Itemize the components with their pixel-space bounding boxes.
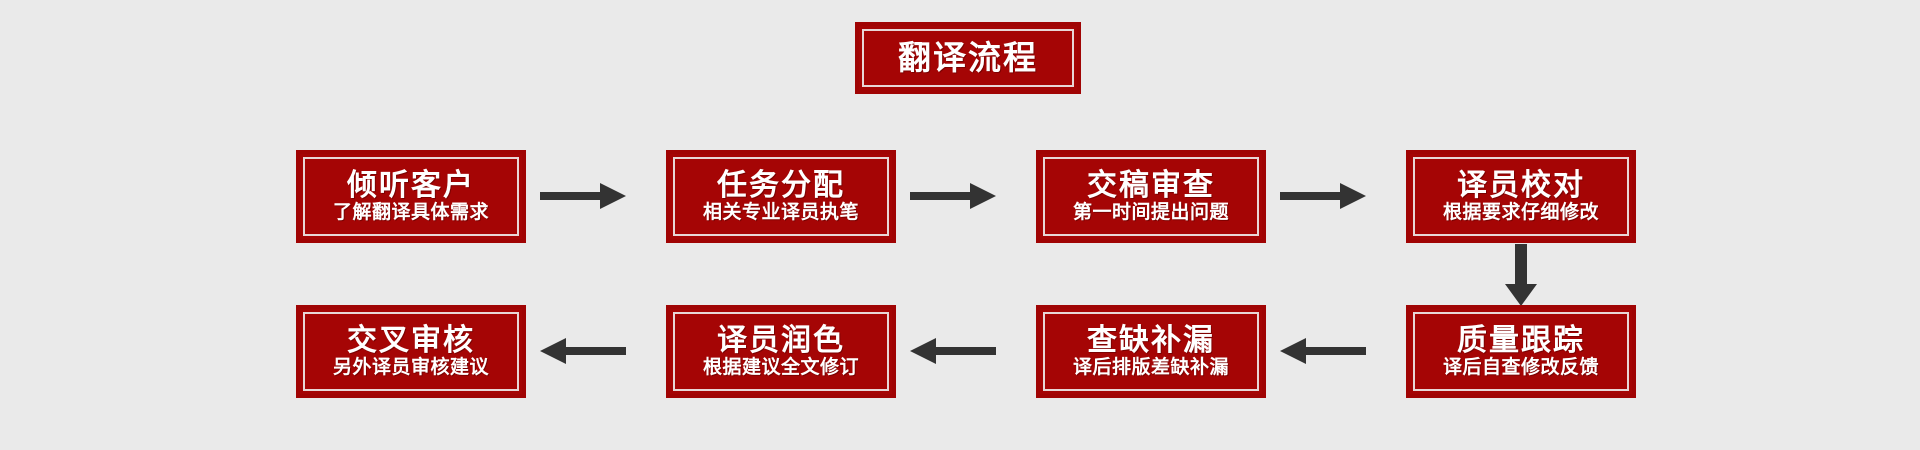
step-box-1[interactable]: 倾听客户 了解翻译具体需求 <box>296 150 526 243</box>
step-box-1-inner: 倾听客户 了解翻译具体需求 <box>303 157 519 236</box>
step-5-title: 质量跟踪 <box>1457 322 1585 358</box>
step-box-8[interactable]: 交叉审核 另外译员审核建议 <box>296 305 526 398</box>
step-box-2-inner: 任务分配 相关专业译员执笔 <box>673 157 889 236</box>
flowchart-title: 翻译流程 <box>898 37 1038 77</box>
step-box-6-inner: 查缺补漏 译后排版差缺补漏 <box>1043 312 1259 391</box>
step-3-subtitle: 第一时间提出问题 <box>1072 201 1229 224</box>
step-box-2[interactable]: 任务分配 相关专业译员执笔 <box>666 150 896 243</box>
arrow-left-icon-3 <box>540 334 626 368</box>
step-box-5-inner: 质量跟踪 译后自查修改反馈 <box>1413 312 1629 391</box>
step-4-subtitle: 根据要求仔细修改 <box>1442 201 1599 224</box>
step-8-title: 交叉审核 <box>347 322 475 358</box>
flowchart-title-box: 翻译流程 <box>855 22 1081 94</box>
step-box-7[interactable]: 译员润色 根据建议全文修订 <box>666 305 896 398</box>
title-box-inner: 翻译流程 <box>862 29 1074 87</box>
step-5-subtitle: 译后自查修改反馈 <box>1442 356 1599 379</box>
step-box-4[interactable]: 译员校对 根据要求仔细修改 <box>1406 150 1636 243</box>
arrow-down-icon <box>1501 244 1541 306</box>
arrow-right-icon-1 <box>540 179 626 213</box>
step-box-4-inner: 译员校对 根据要求仔细修改 <box>1413 157 1629 236</box>
step-box-8-inner: 交叉审核 另外译员审核建议 <box>303 312 519 391</box>
arrow-left-icon-1 <box>1280 334 1366 368</box>
step-3-title: 交稿审查 <box>1087 167 1215 203</box>
step-2-subtitle: 相关专业译员执笔 <box>702 201 859 224</box>
arrow-right-icon-3 <box>1280 179 1366 213</box>
step-1-title: 倾听客户 <box>347 167 475 203</box>
step-7-title: 译员润色 <box>717 322 845 358</box>
step-6-subtitle: 译后排版差缺补漏 <box>1072 356 1229 379</box>
step-4-title: 译员校对 <box>1457 167 1585 203</box>
step-7-subtitle: 根据建议全文修订 <box>702 356 859 379</box>
step-6-title: 查缺补漏 <box>1087 322 1215 358</box>
arrow-right-icon-2 <box>910 179 996 213</box>
step-8-subtitle: 另外译员审核建议 <box>332 356 489 379</box>
step-box-3[interactable]: 交稿审查 第一时间提出问题 <box>1036 150 1266 243</box>
step-box-5[interactable]: 质量跟踪 译后自查修改反馈 <box>1406 305 1636 398</box>
step-box-7-inner: 译员润色 根据建议全文修订 <box>673 312 889 391</box>
step-box-6[interactable]: 查缺补漏 译后排版差缺补漏 <box>1036 305 1266 398</box>
step-1-subtitle: 了解翻译具体需求 <box>332 201 489 224</box>
step-2-title: 任务分配 <box>717 167 845 203</box>
arrow-left-icon-2 <box>910 334 996 368</box>
step-box-3-inner: 交稿审查 第一时间提出问题 <box>1043 157 1259 236</box>
